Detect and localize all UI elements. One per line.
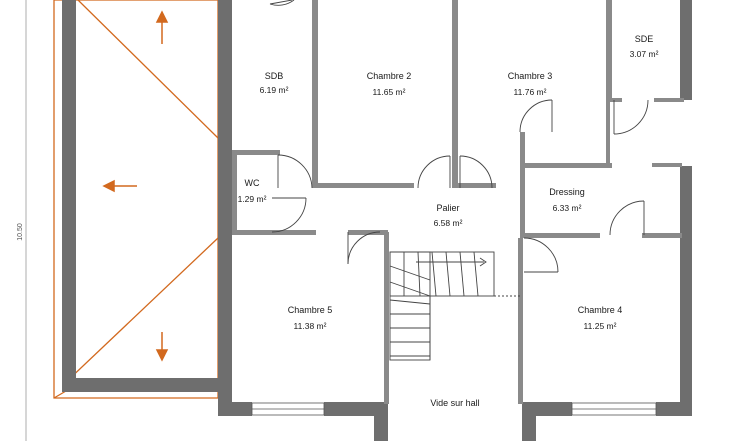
room-name: Dressing <box>549 187 585 197</box>
dimension-line: 10.50 <box>17 0 27 441</box>
partitions <box>232 0 684 404</box>
room-dressing: Dressing 6.33 m² <box>549 187 585 213</box>
room-area: 3.07 m² <box>630 49 659 59</box>
windows <box>251 402 657 416</box>
room-palier: Palier 6.58 m² <box>434 203 463 228</box>
room-chambre-2: Chambre 2 11.65 m² <box>367 71 412 97</box>
room-area: 11.25 m² <box>584 321 617 331</box>
staircase <box>389 251 520 361</box>
room-area: 6.19 m² <box>260 85 289 95</box>
slope-arrow-down-icon <box>155 332 169 362</box>
room-area: 6.33 m² <box>553 203 582 213</box>
room-vide-sur-hall: Vide sur hall <box>430 398 479 408</box>
room-area: 6.58 m² <box>434 218 463 228</box>
room-chambre-4: Chambre 4 11.25 m² <box>578 305 623 331</box>
dimension-label: 10.50 <box>17 223 24 241</box>
room-chambre-3: Chambre 3 11.76 m² <box>508 71 553 97</box>
room-name: SDE <box>635 34 654 44</box>
door-swings <box>269 0 649 273</box>
room-name: WC <box>245 178 260 188</box>
walls <box>62 0 692 441</box>
room-area: 11.38 m² <box>294 321 327 331</box>
room-area: 1.29 m² <box>238 194 267 204</box>
room-name: Palier <box>436 203 459 213</box>
room-name: Chambre 3 <box>508 71 553 81</box>
room-name: Chambre 4 <box>578 305 623 315</box>
room-area: 11.65 m² <box>373 87 406 97</box>
room-name: Chambre 2 <box>367 71 412 81</box>
slope-arrow-up-icon <box>155 10 169 44</box>
slope-arrow-left-icon <box>102 179 137 193</box>
room-name: SDB <box>265 71 284 81</box>
room-sde: SDE 3.07 m² <box>630 34 659 59</box>
room-area: 11.76 m² <box>514 87 547 97</box>
room-name: Chambre 5 <box>288 305 333 315</box>
room-chambre-5: Chambre 5 11.38 m² <box>288 305 333 331</box>
room-sdb: SDB 6.19 m² <box>260 71 289 95</box>
room-wc: WC 1.29 m² <box>238 178 267 204</box>
roof-outline <box>53 0 219 399</box>
room-name: Vide sur hall <box>430 398 479 408</box>
